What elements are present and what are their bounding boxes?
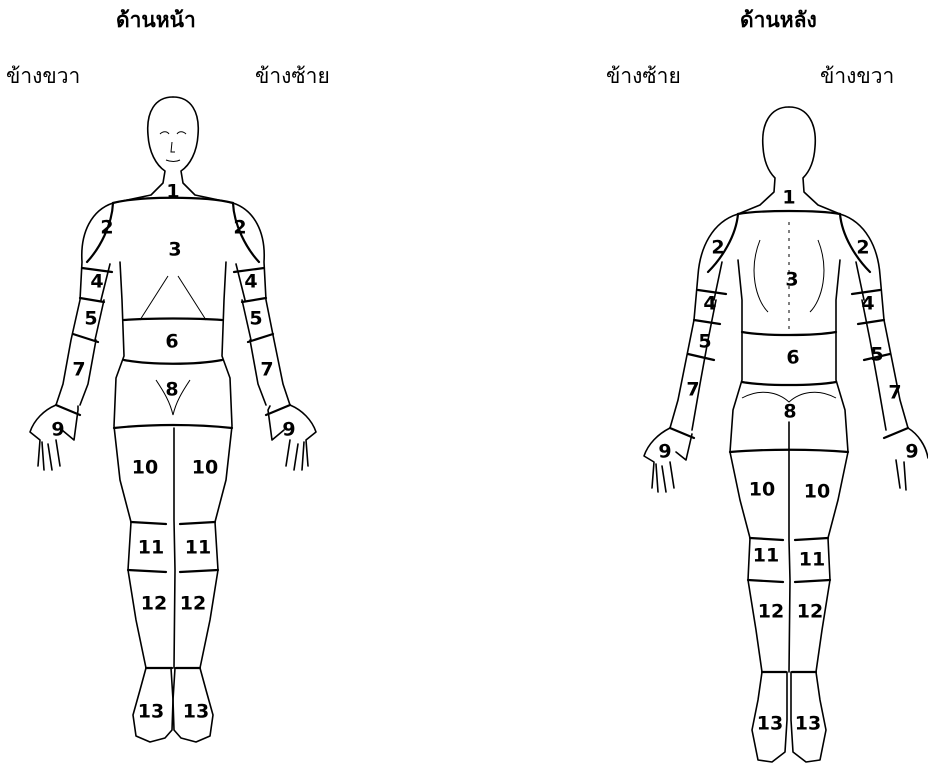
front-region-2-right: 2 <box>100 217 113 239</box>
back-region-13-left: 13 <box>757 713 783 735</box>
front-figure: 1 2 2 3 4 4 5 5 6 7 7 8 9 9 10 10 11 11 … <box>30 97 316 742</box>
back-region-10-left: 10 <box>749 479 775 501</box>
back-region-5-left: 5 <box>698 331 711 353</box>
back-region-13-right: 13 <box>795 713 821 735</box>
front-region-10-right: 10 <box>132 457 158 479</box>
front-region-12-left: 12 <box>180 593 206 615</box>
back-region-9-left: 9 <box>658 441 671 463</box>
back-region-1: 1 <box>782 187 795 209</box>
back-region-4-left: 4 <box>703 293 716 315</box>
back-region-6: 6 <box>786 347 799 369</box>
front-region-10-left: 10 <box>192 457 218 479</box>
front-region-5-right: 5 <box>84 308 97 330</box>
front-region-2-left: 2 <box>233 217 246 239</box>
back-region-7-left: 7 <box>686 379 699 401</box>
front-region-9-left: 9 <box>282 419 295 441</box>
front-region-9-right: 9 <box>51 419 64 441</box>
back-region-4-right: 4 <box>861 293 874 315</box>
front-region-12-right: 12 <box>141 593 167 615</box>
back-region-11-right: 11 <box>799 549 825 571</box>
front-region-13-left: 13 <box>183 701 209 723</box>
back-region-7-right: 7 <box>888 382 901 404</box>
back-region-3: 3 <box>785 269 798 291</box>
back-region-12-left: 12 <box>758 601 784 623</box>
back-region-2-right: 2 <box>856 237 869 259</box>
front-region-4-left: 4 <box>244 271 257 293</box>
front-region-11-left: 11 <box>185 537 211 559</box>
front-region-5-left: 5 <box>249 308 262 330</box>
front-region-11-right: 11 <box>138 537 164 559</box>
back-region-8: 8 <box>783 401 796 423</box>
back-region-5-right: 5 <box>870 344 883 366</box>
front-region-4-right: 4 <box>90 271 103 293</box>
back-region-2-left: 2 <box>711 237 724 259</box>
front-region-dividers <box>56 198 290 668</box>
front-region-7-left: 7 <box>260 359 273 381</box>
front-region-1: 1 <box>166 181 179 203</box>
back-region-10-right: 10 <box>804 481 830 503</box>
front-region-8: 8 <box>165 379 178 401</box>
front-region-13-right: 13 <box>138 701 164 723</box>
back-region-9-right: 9 <box>905 441 918 463</box>
back-region-12-right: 12 <box>797 601 823 623</box>
front-region-7-right: 7 <box>72 359 85 381</box>
back-figure: 1 2 2 3 4 4 5 5 6 7 7 8 9 9 10 10 11 11 … <box>644 107 928 762</box>
front-region-3: 3 <box>168 239 181 261</box>
back-region-11-left: 11 <box>753 545 779 567</box>
front-region-6: 6 <box>165 331 178 353</box>
